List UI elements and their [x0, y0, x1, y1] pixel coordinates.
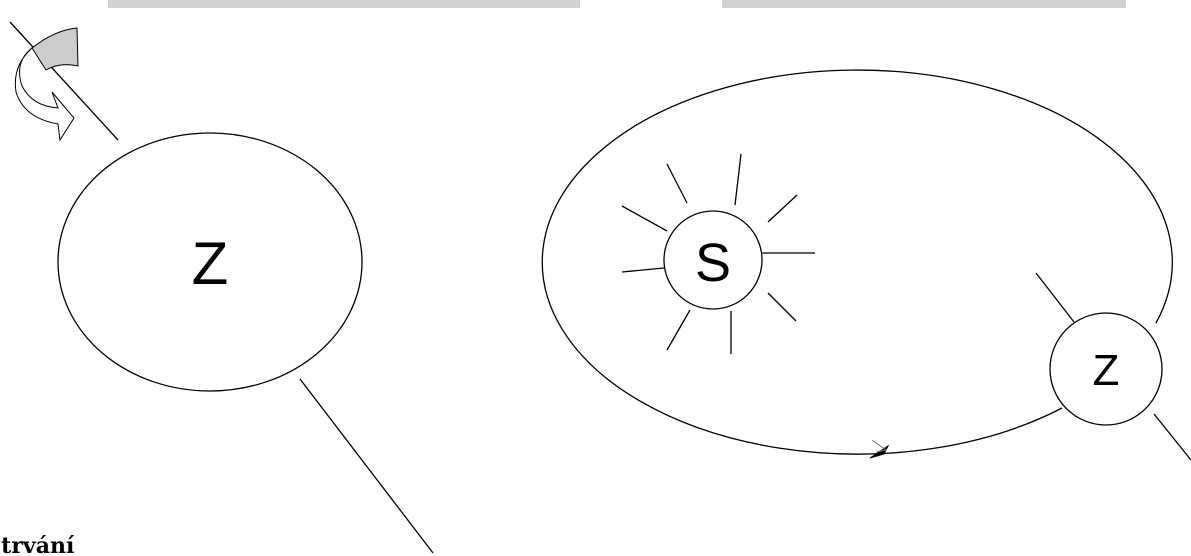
- orbit-direction-arrow-icon: [870, 446, 888, 458]
- earth-small-axis-lower: [1154, 414, 1191, 460]
- earth-large-label: Z: [192, 230, 229, 297]
- earth-small-label: Z: [1093, 346, 1120, 395]
- earth-axis-lower-line: [300, 379, 433, 553]
- orbit-diagram: S Z: [542, 70, 1191, 460]
- earth-small-axis-upper: [1036, 273, 1074, 322]
- earth-axis-diagram: Z: [10, 22, 433, 553]
- orbit-arrow-outline: [872, 440, 886, 452]
- rotation-arrow-icon: [15, 28, 78, 140]
- earth-small: Z: [1036, 273, 1191, 460]
- sun-label: S: [695, 233, 731, 293]
- caption-text: ka trvání: [0, 533, 74, 556]
- sun-icon: S: [622, 154, 815, 354]
